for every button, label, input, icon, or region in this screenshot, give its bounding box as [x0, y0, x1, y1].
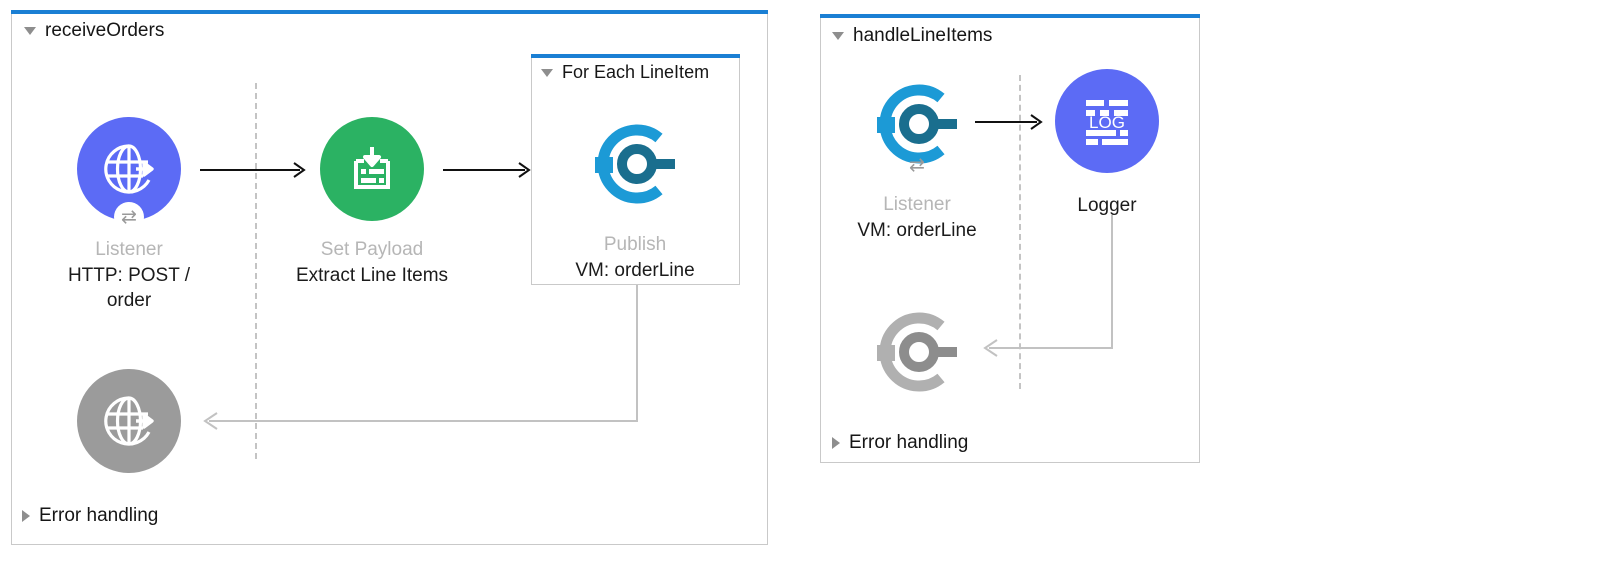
http-globe-arrow-icon [104, 144, 154, 194]
vm-connector-icon [877, 84, 957, 164]
node-vm-publish[interactable]: Publish VM: orderLine [550, 112, 720, 283]
node-icon-circle[interactable]: LOG [1055, 69, 1159, 173]
node-icon-circle[interactable] [320, 117, 424, 221]
node-name-label: VM: orderLine [857, 220, 977, 241]
svg-text:LOG: LOG [1089, 113, 1125, 132]
node-vm-listener[interactable]: ⇄ Listener VM: orderLine [832, 72, 1002, 243]
http-globe-arrow-icon [104, 396, 154, 446]
node-type-label: Listener [95, 239, 163, 260]
node-name-label: HTTP: POST / order [67, 265, 191, 312]
flow-lifeline-dashed [1019, 75, 1021, 389]
node-type-label: Listener [883, 194, 951, 215]
node-icon-shape[interactable] [583, 112, 687, 216]
error-handling-label: Error handling [849, 432, 969, 453]
node-logger[interactable]: LOG Logger [1022, 69, 1192, 218]
flow-title-handle-line-items[interactable]: handleLineItems [832, 25, 992, 47]
scope-title-label: For Each LineItem [562, 62, 710, 82]
node-http-listener[interactable]: ⇄ Listener HTTP: POST / order [44, 117, 214, 313]
node-icon-circle[interactable]: ⇄ [77, 117, 181, 232]
node-icon-circle[interactable] [77, 369, 181, 473]
flow-accent-bar [11, 10, 768, 14]
scope-title-for-each-lineitem[interactable]: For Each LineItem [541, 62, 709, 83]
error-handling-handle-line-items[interactable]: Error handling [832, 432, 968, 454]
vm-connector-icon [595, 124, 675, 204]
triangle-down-icon[interactable] [541, 68, 553, 77]
node-http-response[interactable] [44, 369, 214, 473]
flow-title-receive-orders[interactable]: receiveOrders [24, 20, 164, 42]
triangle-right-icon[interactable] [22, 510, 30, 522]
error-handling-label: Error handling [39, 505, 159, 526]
scope-accent-bar [531, 54, 740, 58]
node-icon-shape[interactable] [865, 300, 969, 404]
node-type-label: Publish [603, 234, 667, 255]
request-reply-arrows-icon: ⇄ [909, 154, 925, 176]
triangle-down-icon[interactable] [832, 32, 844, 40]
triangle-down-icon[interactable] [24, 27, 36, 35]
node-name-label: Logger [1077, 195, 1137, 216]
error-handling-receive-orders[interactable]: Error handling [22, 505, 158, 527]
flow-lifeline-dashed [255, 83, 257, 459]
node-type-label: Set Payload [320, 239, 424, 260]
node-icon-shape[interactable]: ⇄ [865, 72, 969, 176]
logger-log-icon: LOG [1086, 100, 1128, 145]
flow-title-label: handleLineItems [853, 25, 993, 46]
vm-connector-icon [877, 312, 957, 392]
scope-for-each-lineitem[interactable] [531, 54, 740, 285]
node-set-payload[interactable]: Set Payload Extract Line Items [287, 117, 457, 288]
node-name-label: VM: orderLine [575, 260, 695, 281]
flow-accent-bar [820, 14, 1200, 18]
flow-title-label: receiveOrders [45, 20, 165, 41]
triangle-right-icon[interactable] [832, 437, 840, 449]
set-payload-tray-icon [354, 147, 390, 189]
node-vm-response[interactable] [832, 300, 1002, 404]
request-reply-arrows-icon: ⇄ [114, 202, 144, 232]
node-name-label: Extract Line Items [295, 265, 449, 286]
